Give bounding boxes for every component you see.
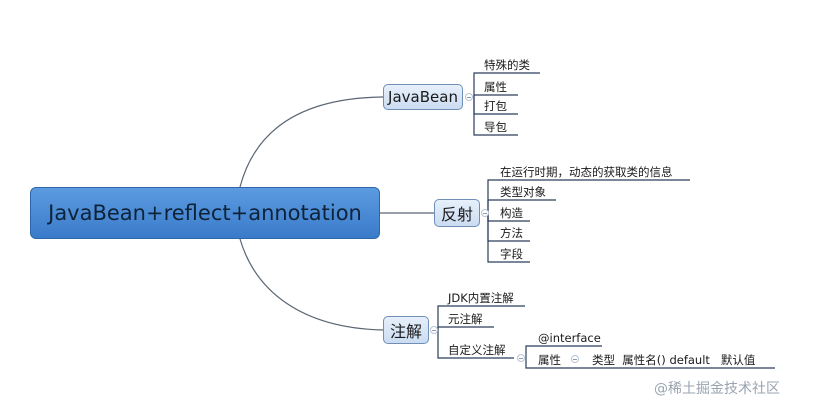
collapse-toggle-reflect[interactable] xyxy=(481,209,489,217)
collapse-toggle-javabean[interactable] xyxy=(465,93,473,101)
branch-reflect[interactable]: 反射 xyxy=(434,199,480,227)
leaf-annotation-jdk-builtin[interactable]: JDK内置注解 xyxy=(448,291,514,305)
leaf-javabean-package[interactable]: 打包 xyxy=(484,99,507,113)
leaf-custom-interface[interactable]: @interface xyxy=(538,331,601,345)
leaf-reflect-constructor[interactable]: 构造 xyxy=(500,206,523,220)
leaf-reflect-type-object[interactable]: 类型对象 xyxy=(500,185,546,199)
leaf-reflect-field[interactable]: 字段 xyxy=(500,247,523,261)
root-topic-label: JavaBean+reflect+annotation xyxy=(48,201,362,225)
leaf-javabean-import[interactable]: 导包 xyxy=(484,120,507,134)
leaf-attribute-detail[interactable]: 类型 属性名() default 默认值 xyxy=(592,353,756,367)
collapse-toggle-custom[interactable] xyxy=(517,354,525,362)
leaf-reflect-runtime-info[interactable]: 在运行时期，动态的获取类的信息 xyxy=(500,165,673,179)
branch-annotation[interactable]: 注解 xyxy=(383,316,429,344)
branch-annotation-label: 注解 xyxy=(389,322,422,341)
leaf-javabean-special-class[interactable]: 特殊的类 xyxy=(484,58,530,72)
branch-javabean-label: JavaBean xyxy=(388,88,458,106)
collapse-toggle-annotation[interactable] xyxy=(430,326,438,334)
collapse-toggle-attribute[interactable] xyxy=(571,355,579,363)
leaf-custom-attribute[interactable]: 属性 xyxy=(538,353,561,367)
leaf-annotation-meta[interactable]: 元注解 xyxy=(448,312,483,326)
branch-javabean[interactable]: JavaBean xyxy=(383,84,463,110)
leaf-reflect-method[interactable]: 方法 xyxy=(500,226,523,240)
watermark: @稀土掘金技术社区 xyxy=(654,381,780,397)
root-topic[interactable]: JavaBean+reflect+annotation xyxy=(30,187,380,239)
branch-reflect-label: 反射 xyxy=(440,205,473,224)
leaf-annotation-custom[interactable]: 自定义注解 xyxy=(448,343,506,357)
leaf-javabean-property[interactable]: 属性 xyxy=(484,80,507,94)
